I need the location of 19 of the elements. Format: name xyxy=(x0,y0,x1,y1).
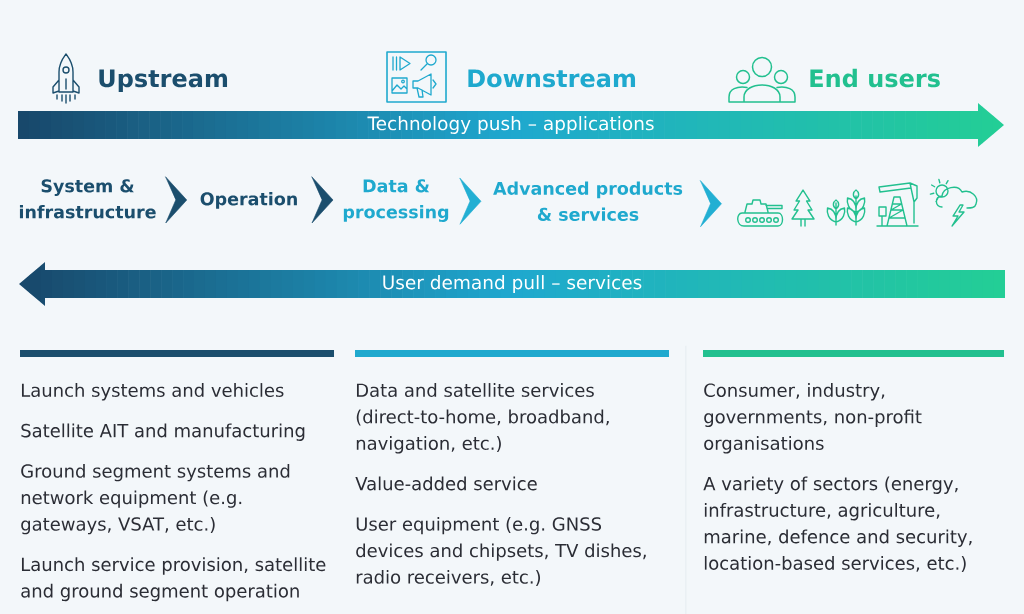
list-item: Launch service provision, satellite and ground segment operation xyxy=(21,557,326,602)
step-label: Data & processing xyxy=(343,179,449,222)
step-label: System & infrastructure xyxy=(19,179,156,219)
list-item: Satellite AIT and manufacturing xyxy=(21,423,305,441)
list-item: Data and satellite services (direct-to-home, broadband, navigation, etc.) xyxy=(356,383,609,454)
chevron-arrow xyxy=(165,176,188,224)
chevron-arrow xyxy=(700,180,722,228)
chevron-arrow xyxy=(311,176,334,224)
band-label: Technology push – applications xyxy=(367,116,654,134)
list-item: User equipment (e.g. GNSS devices and chipsets, TV dishes, radio receivers, etc.) xyxy=(356,516,646,586)
list-item: Value-added service xyxy=(355,476,537,491)
band-label: User demand pull – services xyxy=(383,275,642,293)
chevron-arrow xyxy=(459,177,482,225)
list-item: Launch systems and vehicles xyxy=(22,383,284,401)
step-label: Advanced products & services xyxy=(493,181,683,221)
list-item: A variety of sectors (energy, infrastructure, agriculture, marine, defence and security, location-based services, etc.) xyxy=(703,476,972,572)
step-label: Operation xyxy=(200,191,297,209)
list-item: Ground segment systems and network equipment (e.g. gateways, VSAT, etc.) xyxy=(21,463,290,535)
list-item: Consumer, industry, governments, non-profit organisations xyxy=(704,383,922,454)
